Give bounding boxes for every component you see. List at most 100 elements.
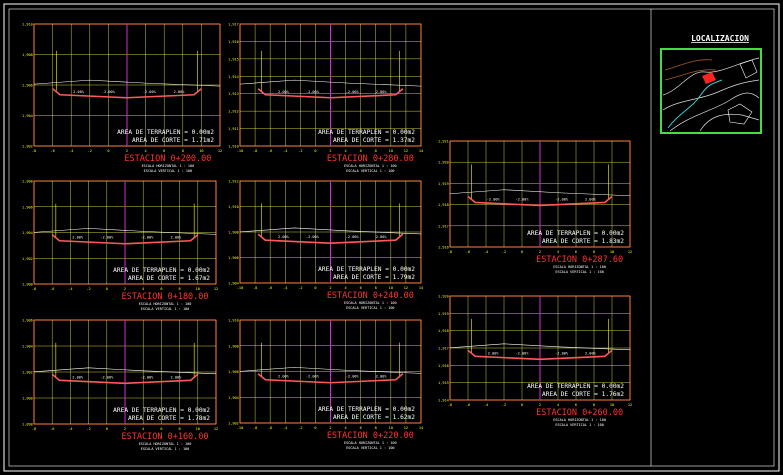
x-tick-label: 4 (344, 426, 346, 430)
cut-area-label: AREA DE CORTE = 1.62m2 (333, 414, 415, 421)
slope-label: 2.00% (278, 90, 290, 94)
x-tick-label: 14 (419, 286, 423, 290)
slope-label: -2.00% (306, 235, 320, 239)
x-tick-label: -8 (253, 286, 257, 290)
x-tick-label: 6 (160, 287, 162, 291)
scale-horizontal-note: ESCALA HORIZONTAL 1 : 100 (344, 441, 397, 445)
x-tick-label: -2 (298, 426, 302, 430)
y-tick-label: 1,910 (22, 23, 33, 27)
x-tick-label: -2 (502, 250, 506, 254)
x-tick-label: -2 (88, 149, 92, 153)
inner-frame (8, 8, 775, 467)
fill-area-label: AREA DE TERRAPLEN = 0.00m2 (113, 267, 210, 274)
x-tick-label: 10 (199, 149, 203, 153)
slope-label: -2.00% (346, 235, 360, 239)
scale-horizontal-note: ESCALA HORIZONTAL 1 : 100 (139, 302, 192, 306)
y-tick-label: 1,917 (228, 23, 239, 27)
natural-ground-line (239, 367, 422, 374)
x-tick-label: 2 (329, 426, 331, 430)
map-road (669, 92, 760, 132)
y-tick-label: 1,906 (22, 319, 33, 323)
natural-ground-line (449, 189, 631, 197)
slope-label: 2.00% (278, 375, 290, 379)
y-tick-label: 1,910 (228, 319, 239, 323)
x-tick-label: 10 (389, 286, 393, 290)
y-tick-label: 1,920 (438, 161, 449, 165)
x-tick-label: 4 (557, 250, 559, 254)
fill-area-label: AREA DE TERRAPLEN = 0.00m2 (318, 266, 415, 273)
natural-ground-line (33, 79, 221, 87)
y-tick-label: 1,906 (22, 205, 33, 209)
slope-label: 2.00% (585, 351, 597, 355)
y-tick-label: 1,915 (438, 381, 449, 385)
cut-area-label: AREA DE CORTE = 1.71m2 (132, 137, 214, 144)
y-tick-label: 1,916 (438, 246, 449, 250)
station-title: ESTACION 0+260.00 (536, 408, 623, 418)
x-tick-label: 0 (107, 149, 109, 153)
slope-label: 2.00% (73, 90, 85, 94)
slope-label: 2.00% (376, 90, 388, 94)
fill-area-label: AREA DE TERRAPLEN = 0.00m2 (527, 230, 624, 237)
cut-area-label: AREA DE CORTE = 1.78m2 (128, 415, 210, 422)
y-tick-label: 1,908 (22, 53, 33, 57)
x-tick-label: -2 (86, 427, 90, 431)
x-tick-label: 6 (360, 149, 362, 153)
x-tick-label: -8 (253, 426, 257, 430)
map-contour (664, 59, 713, 71)
map-contour (664, 69, 717, 81)
x-tick-label: 8 (179, 287, 181, 291)
x-tick-label: 12 (404, 149, 408, 153)
station-title: ESTACION 0+180.00 (122, 292, 209, 302)
station-title: ESTACION 0+240.00 (327, 291, 414, 301)
map-stream (667, 79, 723, 129)
x-tick-label: 8 (182, 149, 184, 153)
x-tick-label: 4 (344, 286, 346, 290)
x-tick-label: -8 (32, 427, 36, 431)
y-tick-label: 1,906 (228, 256, 239, 260)
scale-vertical-note: ESCALA VERTICAL 1 : 100 (141, 307, 189, 311)
x-tick-label: 12 (628, 403, 632, 407)
slope-label: 2.00% (171, 375, 183, 379)
x-tick-label: 8 (593, 403, 595, 407)
cut-area-label: AREA DE CORTE = 1.79m2 (333, 274, 415, 281)
x-tick-label: 8 (375, 426, 377, 430)
y-tick-label: 1,917 (438, 224, 449, 228)
fill-area-label: AREA DE TERRAPLEN = 0.00m2 (318, 406, 415, 413)
scale-vertical-note: ESCALA VERTICAL 1 : 100 (555, 423, 603, 427)
map-road (662, 79, 760, 111)
x-tick-label: -6 (50, 149, 54, 153)
x-tick-label: 12 (214, 427, 218, 431)
x-tick-label: 10 (389, 426, 393, 430)
station-title: ESTACION 0+160.00 (122, 432, 209, 442)
x-tick-label: 6 (575, 403, 577, 407)
y-tick-label: 1,915 (228, 57, 239, 61)
x-tick-label: -2 (502, 403, 506, 407)
x-tick-label: -2 (86, 287, 90, 291)
y-tick-label: 1,912 (228, 180, 239, 184)
y-tick-label: 1,904 (22, 345, 33, 349)
x-tick-label: 0 (106, 427, 108, 431)
scale-horizontal-note: ESCALA HORIZONTAL 1 : 100 (344, 301, 397, 305)
scale-vertical-note: ESCALA VERTICAL 1 : 100 (555, 270, 603, 274)
y-tick-label: 1,904 (22, 114, 33, 118)
map-title: LOCALIZACION (691, 34, 749, 43)
x-tick-label: 8 (375, 149, 377, 153)
scale-horizontal-note: ESCALA HORIZONTAL 1 : 100 (553, 265, 606, 269)
x-tick-label: 4 (145, 149, 147, 153)
x-tick-label: -6 (268, 286, 272, 290)
station-title: ESTACION 0+200.00 (124, 154, 211, 164)
design-subgrade-line (52, 88, 202, 99)
x-tick-label: -8 (253, 149, 257, 153)
slope-label: -2.00% (306, 90, 320, 94)
station-title: ESTACION 0+220.00 (327, 431, 414, 441)
y-tick-label: 1,917 (438, 347, 449, 351)
fill-area-label: AREA DE TERRAPLEN = 0.00m2 (117, 129, 214, 136)
y-tick-label: 1,906 (22, 84, 33, 88)
y-tick-label: 1,908 (22, 180, 33, 184)
x-tick-label: 6 (360, 426, 362, 430)
y-tick-label: 1,908 (228, 231, 239, 235)
y-tick-label: 1,900 (22, 397, 33, 401)
